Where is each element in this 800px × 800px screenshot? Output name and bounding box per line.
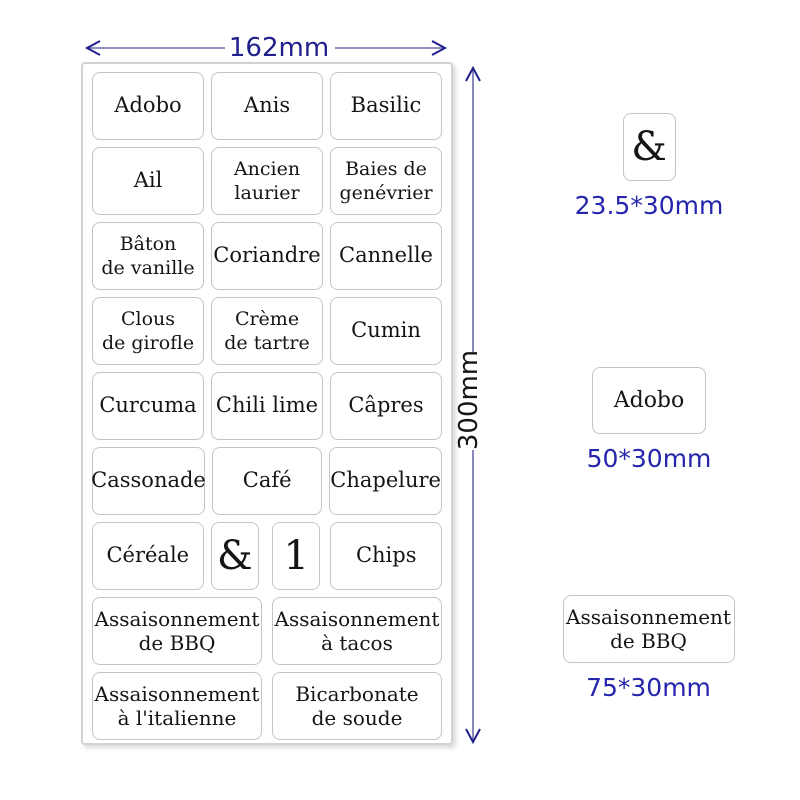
sheet-row: Curcuma Chili lime Câpres	[92, 372, 442, 440]
size-sample: & 23.5*30mm	[560, 113, 738, 220]
arrow-down-icon	[465, 728, 481, 745]
height-arrow	[465, 65, 481, 745]
sheet-label: Anis	[211, 72, 323, 140]
sheet-label: Cumin	[330, 297, 442, 365]
sheet-label: Chips	[330, 522, 442, 590]
width-arrow	[84, 40, 448, 56]
width-dimension: 162mm	[83, 33, 449, 63]
sheet-label: Curcuma	[92, 372, 204, 440]
height-dimension-label: 300mm	[454, 349, 484, 451]
label-text: 1	[283, 533, 309, 579]
label-text: Chapelure	[330, 468, 441, 493]
sheet-label: Chapelure	[329, 447, 442, 515]
sample-size-label: 23.5*30mm	[574, 191, 724, 220]
sample-size-label: 50*30mm	[586, 444, 712, 473]
label-text: Cannelle	[339, 243, 433, 268]
label-text: Chips	[355, 543, 417, 568]
label-text: Café	[242, 468, 292, 493]
arrow-left-icon	[84, 40, 101, 56]
arrow-right-icon	[431, 40, 448, 56]
sheet-label: Cassonade	[91, 447, 206, 515]
label-text: &	[631, 124, 667, 170]
label-text: Céréale	[106, 543, 190, 568]
width-dimension-label: 162mm	[228, 33, 330, 63]
sheet-label: Cannelle	[330, 222, 442, 290]
sheet-label: &	[210, 522, 259, 590]
label-text: Adobo	[114, 93, 182, 118]
sheet-label: Café	[212, 447, 323, 515]
sheet-label: Adobo	[92, 72, 204, 140]
height-dimension: 300mm	[454, 58, 487, 748]
sheet-label: Coriandre	[211, 222, 323, 290]
sheet-label: Ail	[92, 147, 204, 215]
sheet-label: 1	[272, 522, 321, 590]
sample-label-box: Adobo	[592, 367, 706, 434]
label-text: Ail	[133, 168, 163, 193]
sheet-label: Chili lime	[211, 372, 323, 440]
label-text: Adobo	[613, 388, 685, 413]
size-sample: Adobo 50*30mm	[560, 367, 738, 473]
label-text: Cassonade	[91, 468, 206, 493]
label-text: Coriandre	[213, 243, 321, 268]
label-text: Curcuma	[99, 393, 197, 418]
sheet-label: Câpres	[330, 372, 442, 440]
label-text: Basilic	[350, 93, 422, 118]
sheet-label: Basilic	[330, 72, 442, 140]
label-text: Câpres	[348, 393, 424, 418]
label-text: Anis	[243, 93, 291, 118]
label-text: Chili lime	[215, 393, 319, 418]
sheet-row: Céréale &1 Chips	[92, 522, 442, 590]
label-text: Cumin	[351, 318, 421, 343]
sheet-row: Cassonade Café Chapelure	[91, 447, 442, 515]
sheet-row: Adobo Anis Basilic	[92, 72, 442, 140]
sample-label-box: &	[622, 113, 676, 181]
label-text: &	[216, 533, 253, 579]
sample-size-label: 75*30mm	[586, 673, 711, 702]
arrow-up-icon	[465, 65, 481, 82]
sheet-label: Céréale	[92, 522, 204, 590]
